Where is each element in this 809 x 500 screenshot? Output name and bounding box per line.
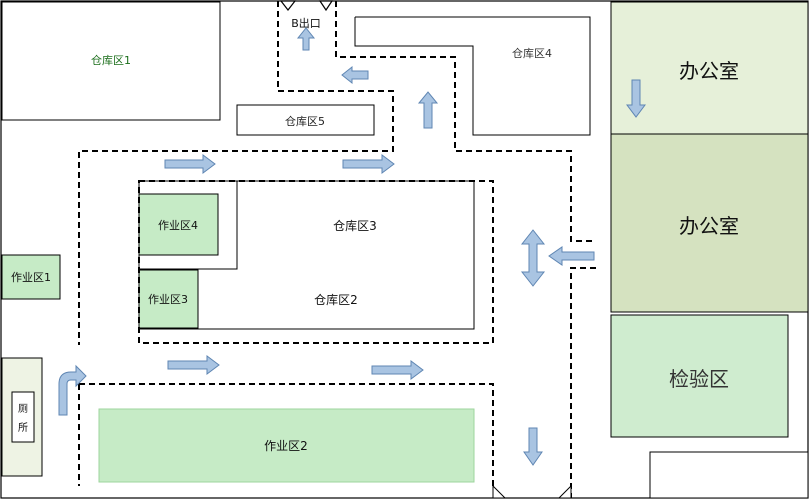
arrow-icon [296, 27, 316, 51]
office-top [610, 1, 809, 135]
toilet-label-1: 厕 [18, 403, 28, 415]
arrow-icon [58, 364, 87, 416]
warehouse-5-label: 仓库区5 [285, 114, 325, 128]
unlabeled-room [649, 451, 809, 499]
arrow-icon [371, 360, 424, 380]
work-area-2-label: 作业区2 [264, 439, 308, 453]
warehouse-1-label: 仓库区1 [91, 53, 131, 67]
exit-b-label: B出口 [291, 16, 321, 30]
work-area-1-label: 作业区1 [11, 271, 51, 284]
arrow-icon [342, 154, 395, 174]
exit-b-marker [279, 0, 297, 11]
warehouse-3-label: 仓库区3 [333, 218, 377, 233]
arrow-icon [417, 91, 439, 129]
bottom-gate-left [492, 484, 507, 499]
inspection-area [610, 314, 789, 438]
office-middle-label: 办公室 [679, 214, 739, 238]
warehouse-5-room [236, 104, 375, 136]
toilet-label-2: 所 [18, 422, 28, 434]
exit-b-marker-right [318, 0, 334, 12]
work-area-2 [98, 408, 475, 483]
toilet-room [11, 391, 35, 443]
work-area-3-label: 作业区3 [148, 293, 188, 306]
work-area-4-label: 作业区4 [158, 219, 198, 232]
arrow-icon [523, 427, 543, 466]
warehouse-4-room [354, 16, 591, 136]
bottom-gate-right [557, 484, 572, 499]
warehouse-3-divider [139, 181, 238, 270]
arrow-icon [626, 79, 646, 118]
warehouse-2-label: 仓库区2 [314, 292, 358, 307]
arrow-icon [164, 154, 216, 174]
warehouse-4-label: 仓库区4 [512, 46, 552, 60]
arrow-icon [341, 65, 369, 85]
arrow-icon [167, 355, 220, 375]
work-area-1 [1, 254, 61, 300]
work-area-3 [138, 269, 199, 329]
road-dashed-paths [78, 1, 596, 498]
arrow-icon [520, 229, 546, 287]
arrow-icon [548, 246, 595, 266]
office-top-label: 办公室 [679, 59, 739, 83]
work-area-4 [138, 193, 219, 256]
inspection-label: 检验区 [669, 367, 729, 391]
warehouse-1-room [1, 1, 221, 121]
office-middle [610, 133, 809, 313]
